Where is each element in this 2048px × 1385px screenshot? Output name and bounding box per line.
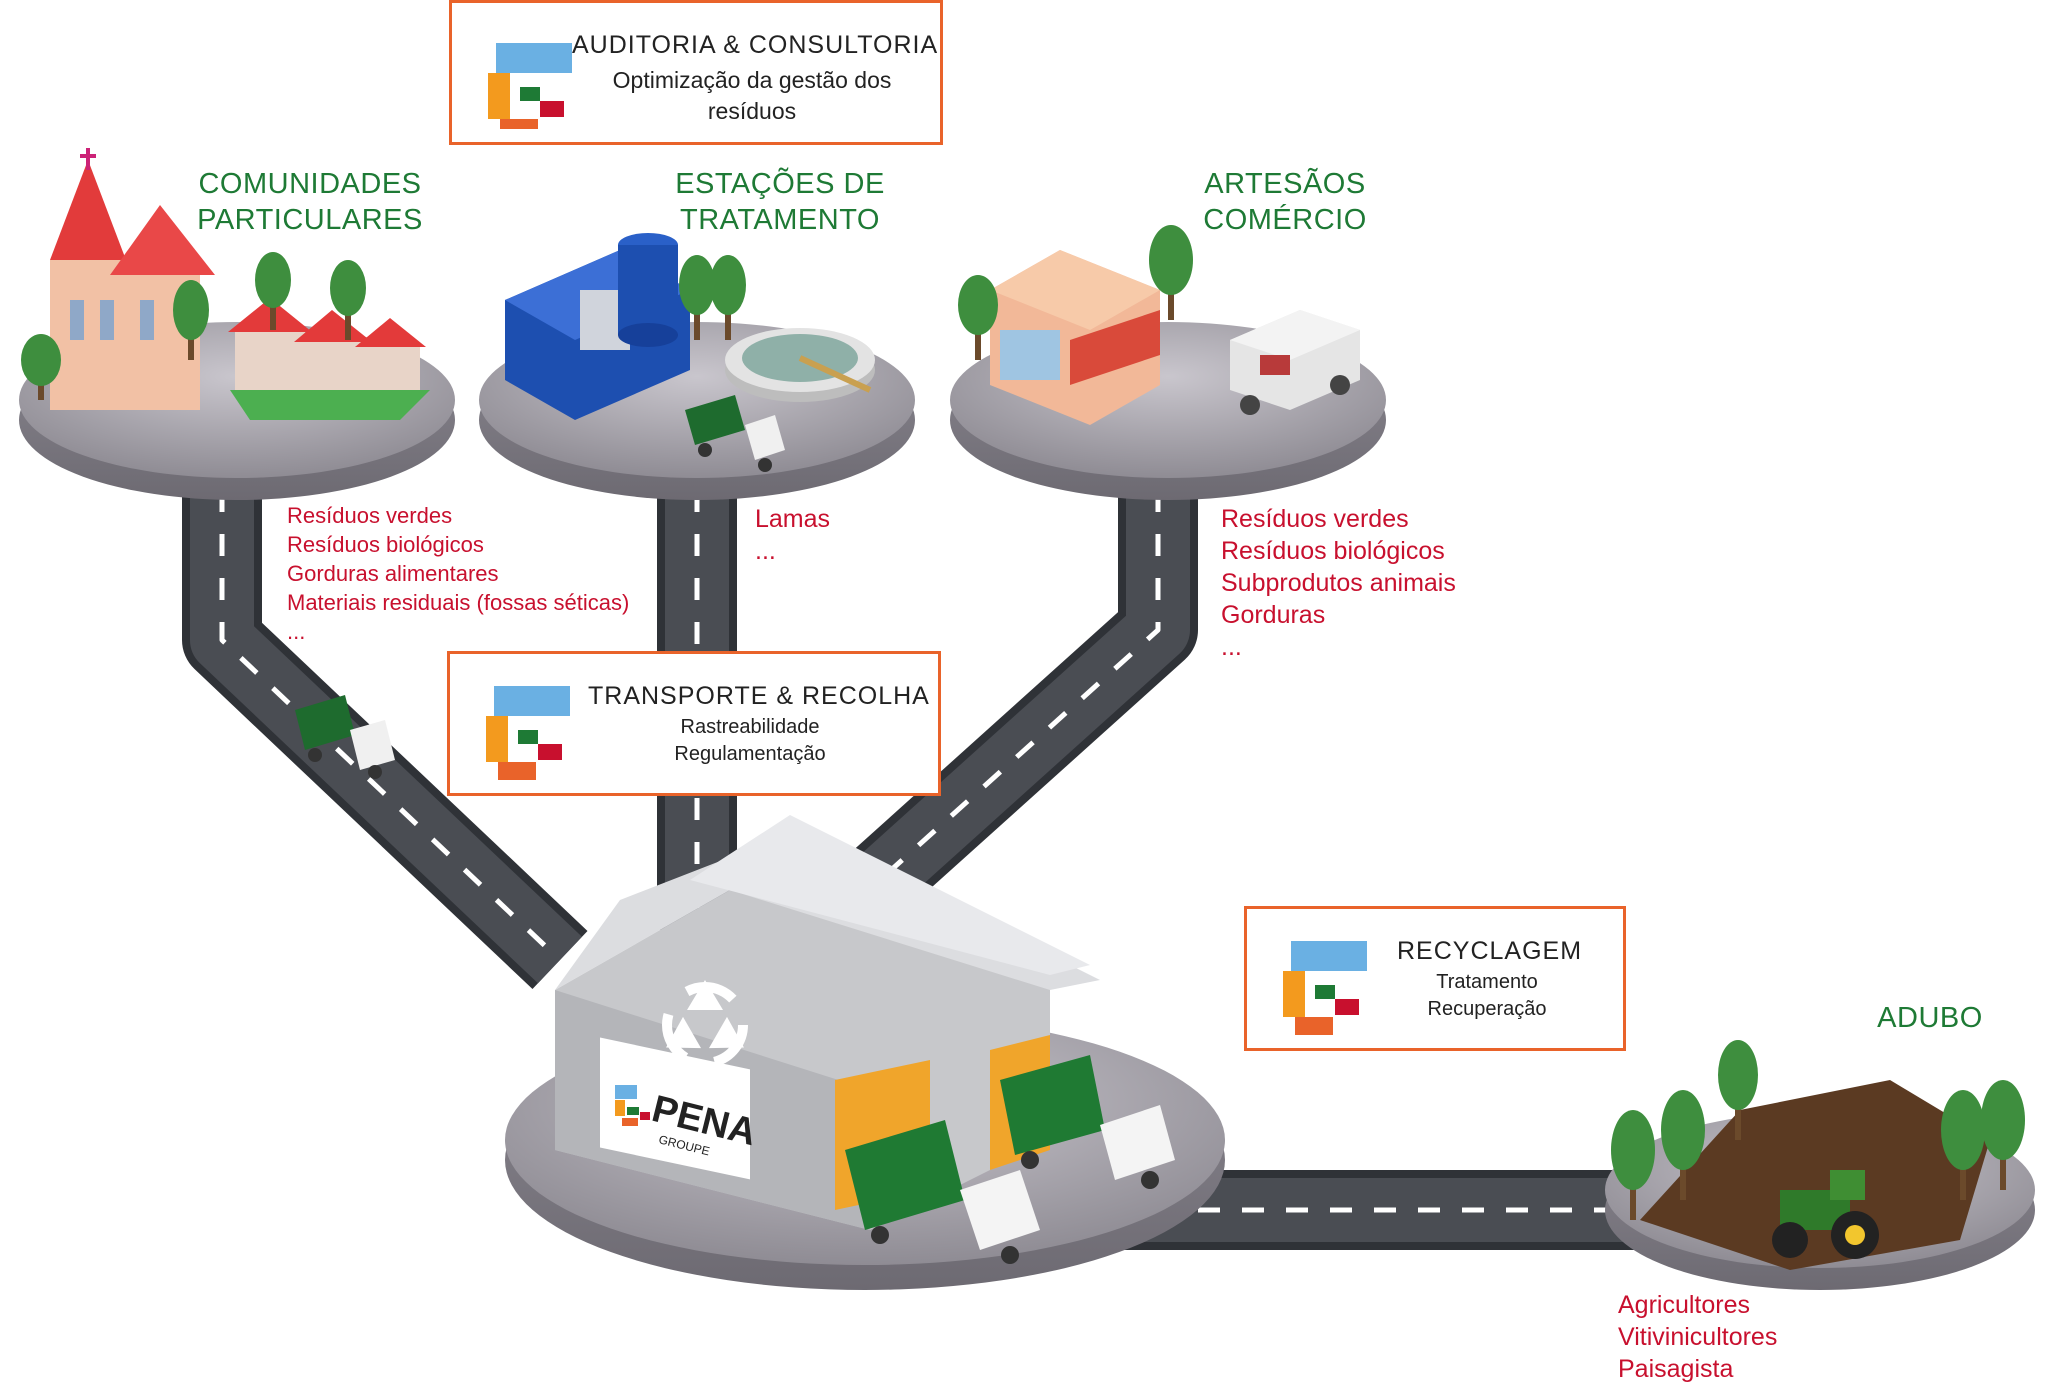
source-title-communities: COMUNIDADES PARTICULARES [180,166,440,238]
waste-list-communities: Resíduos verdes Resíduos biológicos Gord… [287,501,629,646]
treatment-machine-illustration [505,233,690,420]
recycle-icon [662,980,748,1068]
destination-title-text: ADUBO [1877,1002,1983,1034]
waste-item: Resíduos biológicos [287,532,484,557]
source-title-line: TRATAMENTO [680,204,880,236]
tractor-illustration [1772,1170,1879,1259]
destination-title: ADUBO [1850,1000,2010,1036]
destination-user-item: Vitivinicultores [1618,1323,1778,1351]
trees-communities [21,252,366,400]
truck-treatment [685,395,785,472]
service-subtitle-line: Optimização da gestão dos [612,67,892,93]
truck-road-left [295,695,395,779]
service-subtitle: Rastreabilidade Regulamentação [600,714,900,768]
waste-item: Resíduos verdes [1221,505,1409,533]
destination-user-list: Agricultores Vitivinicultores Paisagista [1618,1289,1777,1385]
source-title-treatment: ESTAÇÕES DE TRATAMENTO [660,166,900,238]
service-box-recycling: RECYCLAGEM Tratamento Recuperação [1244,906,1626,1051]
destination-user-item: Agricultores [1618,1291,1750,1319]
waste-item: ... [1221,633,1242,661]
service-subtitle-line: resíduos [707,98,797,124]
trees-commerce [958,225,1193,360]
waste-list-commerce: Resíduos verdes Resíduos biológicos Subp… [1221,503,1456,663]
waste-item: ... [287,619,306,644]
service-subtitle-line: Regulamentação [674,743,826,765]
waste-item: Gorduras [1221,601,1326,629]
waste-item: Materiais residuais (fossas séticas) [287,590,630,615]
service-box-transport: TRANSPORTE & RECOLHA Rastreabilidade Reg… [447,651,941,796]
source-title-line: ARTESÃOS [1204,168,1366,200]
service-subtitle: Optimização da gestão dos resíduos [582,65,922,127]
pena-mark-icon [488,43,572,129]
delivery-van-illustration [1230,310,1360,415]
waste-list-treatment: Lamas ... [755,503,830,567]
platform-field [1605,1080,2035,1290]
shop-illustration [990,250,1160,425]
waste-item: Resíduos biológicos [1221,537,1445,565]
service-subtitle-line: Rastreabilidade [680,716,820,738]
trucks-plant [845,1055,1175,1264]
waste-item: ... [755,537,776,565]
service-title: TRANSPORTE & RECOLHA [588,682,930,710]
destination-user-item: Paisagista [1618,1355,1734,1383]
service-subtitle-line: Tratamento [1436,971,1538,993]
source-title-commerce: ARTESÃOS COMÉRCIO [1185,166,1385,238]
waste-item: Subprodutos animais [1221,569,1456,597]
source-title-line: COMUNIDADES [198,168,422,200]
source-title-line: PARTICULARES [197,204,423,236]
pena-mark-icon [1283,941,1367,1035]
source-title-line: ESTAÇÕES DE [675,168,885,200]
trees-treatment [679,255,746,340]
houses-illustration [228,298,430,420]
service-subtitle: Tratamento Recuperação [1367,969,1607,1023]
service-box-audit: AUDITORIA & CONSULTORIA Optimização da g… [449,0,943,145]
service-subtitle-line: Recuperação [1427,998,1547,1020]
waste-item: Gorduras alimentares [287,561,499,586]
pena-mark-icon [486,686,570,780]
trees-field [1611,1040,2025,1220]
waste-item: Lamas [755,505,831,533]
service-title: AUDITORIA & CONSULTORIA [572,31,939,59]
waste-item: Resíduos verdes [287,503,453,528]
church-illustration [50,148,215,410]
service-title: RECYCLAGEM [1397,937,1583,965]
clarifier-tank-illustration [725,328,875,402]
source-title-line: COMÉRCIO [1203,204,1367,236]
